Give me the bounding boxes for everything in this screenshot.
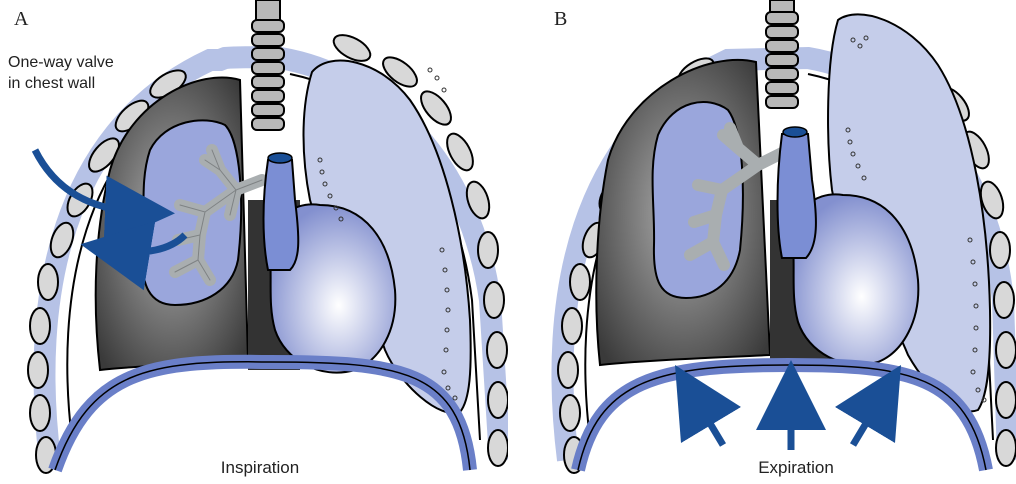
panel-expiration: B: [508, 0, 1016, 484]
diaphragm: [55, 362, 470, 470]
great-vessels: [264, 160, 299, 270]
vessel-opening: [783, 127, 807, 137]
trachea: [766, 0, 798, 108]
chest-diagram-a: [0, 0, 508, 484]
trachea: [252, 0, 284, 130]
diaphragm-push-arrow-right: [853, 395, 883, 445]
caption-expiration: Expiration: [696, 458, 896, 478]
vessel-opening: [268, 153, 292, 163]
chest-diagram-b: [508, 0, 1016, 484]
panel-inspiration: A One-way valve in chest wall: [0, 0, 508, 484]
caption-inspiration: Inspiration: [160, 458, 360, 478]
great-vessels: [778, 134, 816, 258]
diaphragm-push-arrow-left: [693, 395, 723, 445]
diaphragm: [578, 365, 986, 470]
